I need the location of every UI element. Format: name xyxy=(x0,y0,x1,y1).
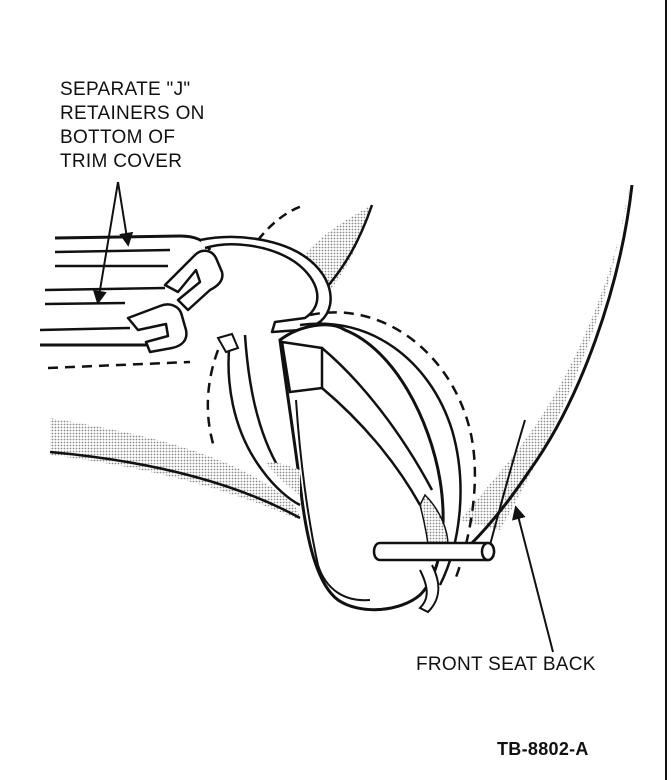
trim-rail-band1 xyxy=(54,248,171,254)
hinge-housing xyxy=(278,323,445,612)
hinge-groove2 xyxy=(321,387,422,506)
seat-back-inner xyxy=(489,419,526,546)
side-panel-back xyxy=(243,334,282,471)
callout-j-line-2: RETAINERS ON xyxy=(60,103,205,124)
trim-rail-band4 xyxy=(44,301,126,306)
pivot-pin xyxy=(372,541,496,562)
callout-j-line-1: SEPARATE "J" xyxy=(60,79,191,100)
seat-back-shading xyxy=(460,185,630,530)
side-panel-front xyxy=(227,337,301,507)
callout-front-seat-back: FRONT SEAT BACK xyxy=(416,654,596,675)
callout-j-retainers: SEPARATE "J" RETAINERS ON BOTTOM OF TRIM… xyxy=(60,78,205,174)
callout-j-line-4: TRIM COVER xyxy=(60,151,183,172)
side-panel-dashed xyxy=(206,349,220,451)
side-panel-shade xyxy=(265,462,300,495)
seat-back-outline xyxy=(468,184,634,547)
cushion-shading xyxy=(50,418,300,520)
leader-arrow-seat-back xyxy=(512,505,554,653)
trim-cover-dashed xyxy=(257,204,303,241)
hinge-groove xyxy=(321,347,434,491)
j-retainer-upper xyxy=(163,249,224,312)
callout-j-line-3: BOTTOM OF xyxy=(60,127,176,148)
lower-hook xyxy=(418,564,440,614)
side-notch xyxy=(216,332,240,354)
trim-rail-band3 xyxy=(44,286,166,292)
bracket-outer xyxy=(299,322,462,586)
leader-arrow-lower xyxy=(92,181,119,305)
trim-rail-top xyxy=(54,234,212,251)
trim-dashed xyxy=(47,360,191,370)
hinge-housing-top xyxy=(280,340,324,394)
bracket-dashed xyxy=(309,311,477,581)
j-retainer-lower xyxy=(126,303,188,354)
cushion-outline xyxy=(49,450,301,520)
pivot-pin-end xyxy=(480,541,496,562)
trim-rail-lower xyxy=(39,326,131,332)
figure-id: TB-8802-A xyxy=(497,739,589,759)
hinge-housing-inner xyxy=(295,399,371,602)
leader-arrow-upper xyxy=(117,181,134,247)
